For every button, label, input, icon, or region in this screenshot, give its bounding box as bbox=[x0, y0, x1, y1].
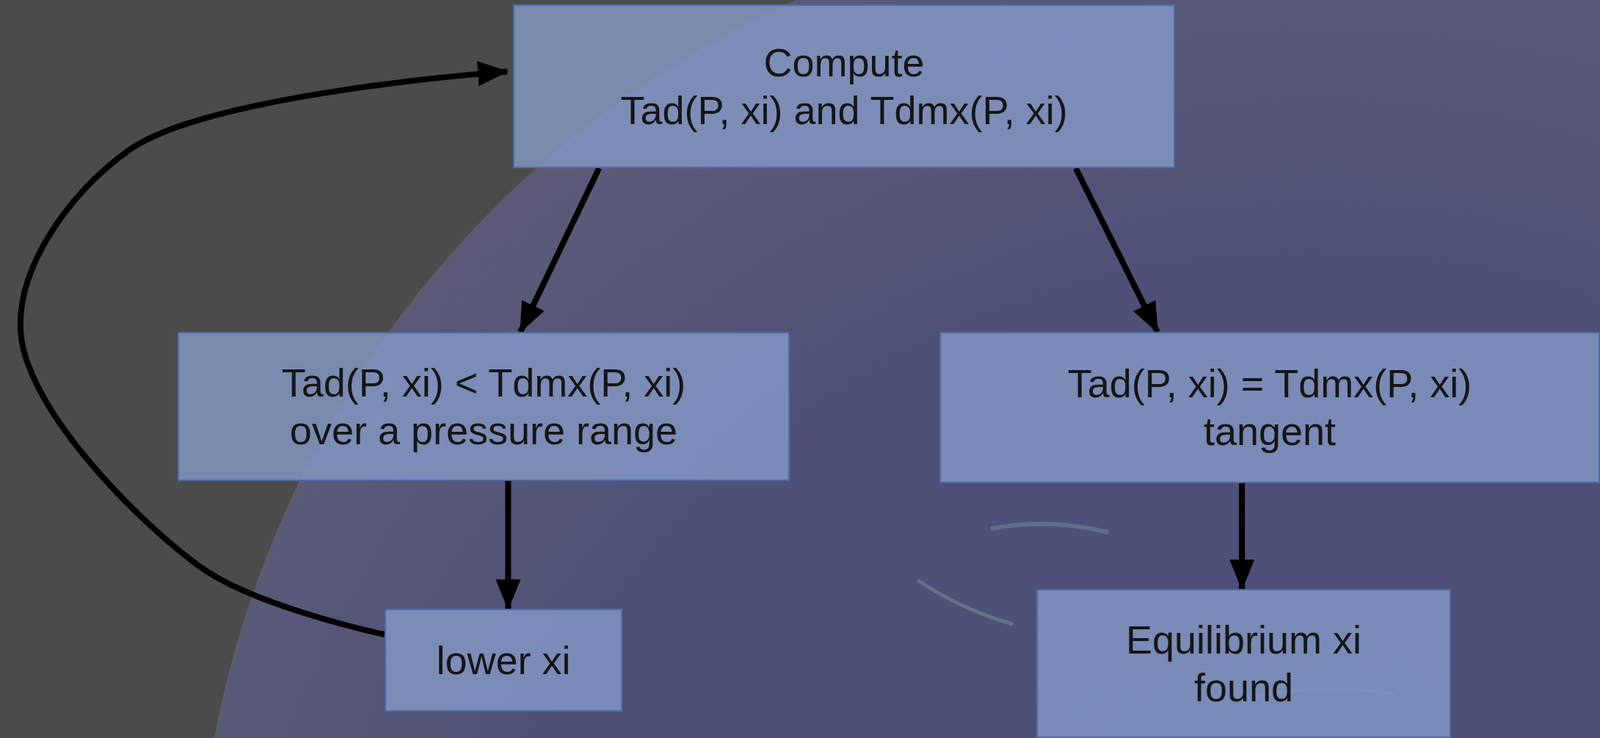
box-text: Tad(P, xi) = Tdmx(P, xi) bbox=[1067, 359, 1473, 408]
planet-disc bbox=[198, 0, 1600, 738]
box-subtext: over a pressure range bbox=[289, 406, 678, 455]
flow-arrow bbox=[520, 168, 599, 332]
cloud-streak bbox=[990, 524, 1109, 533]
process-box: Tad(P, xi) = Tdmx(P, xi)tangent bbox=[939, 331, 1600, 483]
flow-arrow bbox=[1238, 482, 1245, 589]
cloud-streak bbox=[917, 579, 1013, 624]
process-box: ComputeTad(P, xi) and Tdmx(P, xi) bbox=[513, 4, 1176, 169]
process-box: Tad(P, xi) < Tdmx(P, xi)over a pressure … bbox=[177, 331, 790, 481]
planet-limb bbox=[198, 0, 1600, 738]
process-box: Equilibrium xi found bbox=[1036, 588, 1452, 738]
box-text: lower xi bbox=[435, 636, 571, 685]
box-subtext: Tad(P, xi) and Tdmx(P, xi) bbox=[620, 86, 1068, 135]
box-text: Equilibrium xi found bbox=[1071, 615, 1417, 712]
box-text: Compute bbox=[763, 38, 925, 87]
flow-arrow bbox=[504, 480, 511, 609]
box-subtext: tangent bbox=[1203, 407, 1336, 456]
process-box: lower xi bbox=[384, 608, 623, 712]
box-text: Tad(P, xi) < Tdmx(P, xi) bbox=[281, 358, 687, 407]
flow-arrow bbox=[1075, 168, 1158, 332]
